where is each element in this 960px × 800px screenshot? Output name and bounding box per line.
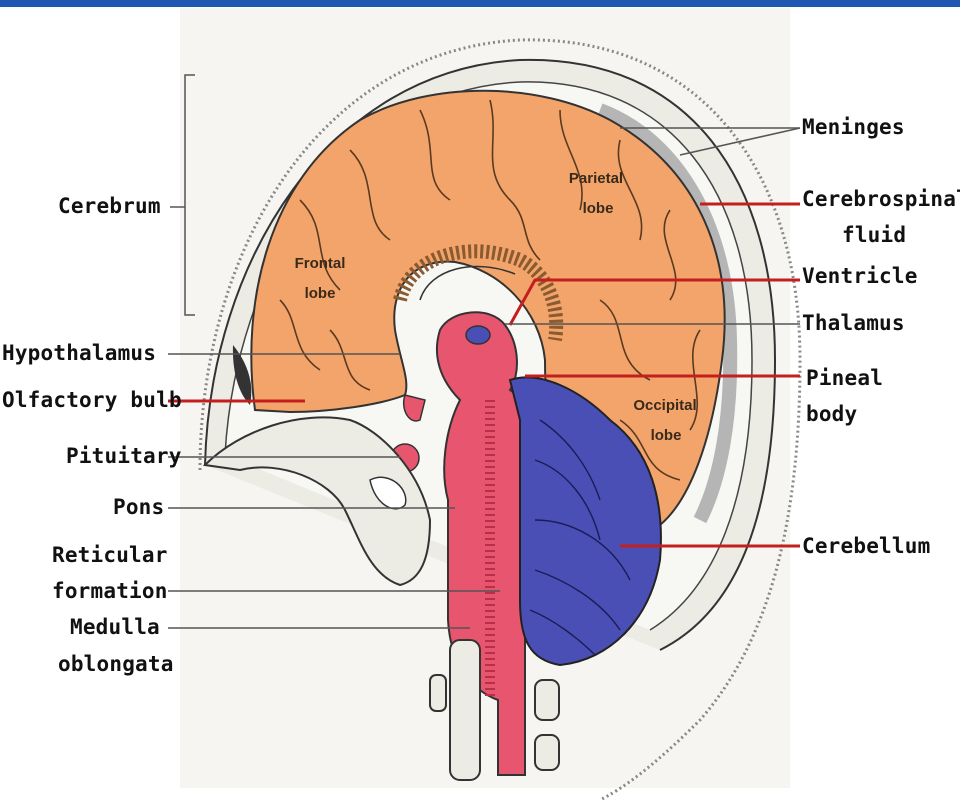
frontal-lobe-label-line2: lobe	[305, 285, 336, 302]
vertebra	[430, 675, 446, 711]
frontal-lobe-label: Frontal	[295, 255, 346, 272]
label-reticular: Reticular	[52, 545, 168, 566]
label-ventricle: Ventricle	[802, 266, 918, 287]
label-olfactory-bulb: Olfactory bulb	[2, 390, 182, 411]
label-cerebellum: Cerebellum	[802, 536, 930, 557]
label-meninges: Meninges	[802, 117, 905, 138]
label-medulla: Medulla	[70, 617, 160, 638]
vertebra	[450, 640, 480, 780]
label-cerebrum: Cerebrum	[58, 196, 161, 217]
label-hypothalamus: Hypothalamus	[2, 343, 156, 364]
parietal-lobe-label: Parietal	[569, 170, 623, 187]
occipital-lobe-label: Occipital	[633, 397, 696, 414]
parietal-lobe-label-line2: lobe	[583, 200, 614, 217]
label-oblongata: oblongata	[58, 654, 174, 675]
vertebra	[535, 735, 559, 770]
label-fluid: fluid	[842, 225, 906, 246]
label-pineal: Pineal	[806, 368, 883, 389]
label-pituitary: Pituitary	[66, 446, 182, 467]
ventricle-shape	[466, 326, 490, 344]
label-thalamus: Thalamus	[802, 313, 905, 334]
label-cerebrospinal: Cerebrospinal	[802, 189, 960, 210]
label-formation: formation	[52, 581, 168, 602]
occipital-lobe-label-line2: lobe	[651, 427, 682, 444]
label-body: body	[806, 404, 857, 425]
label-pons: Pons	[113, 497, 164, 518]
vertebra	[535, 680, 559, 720]
